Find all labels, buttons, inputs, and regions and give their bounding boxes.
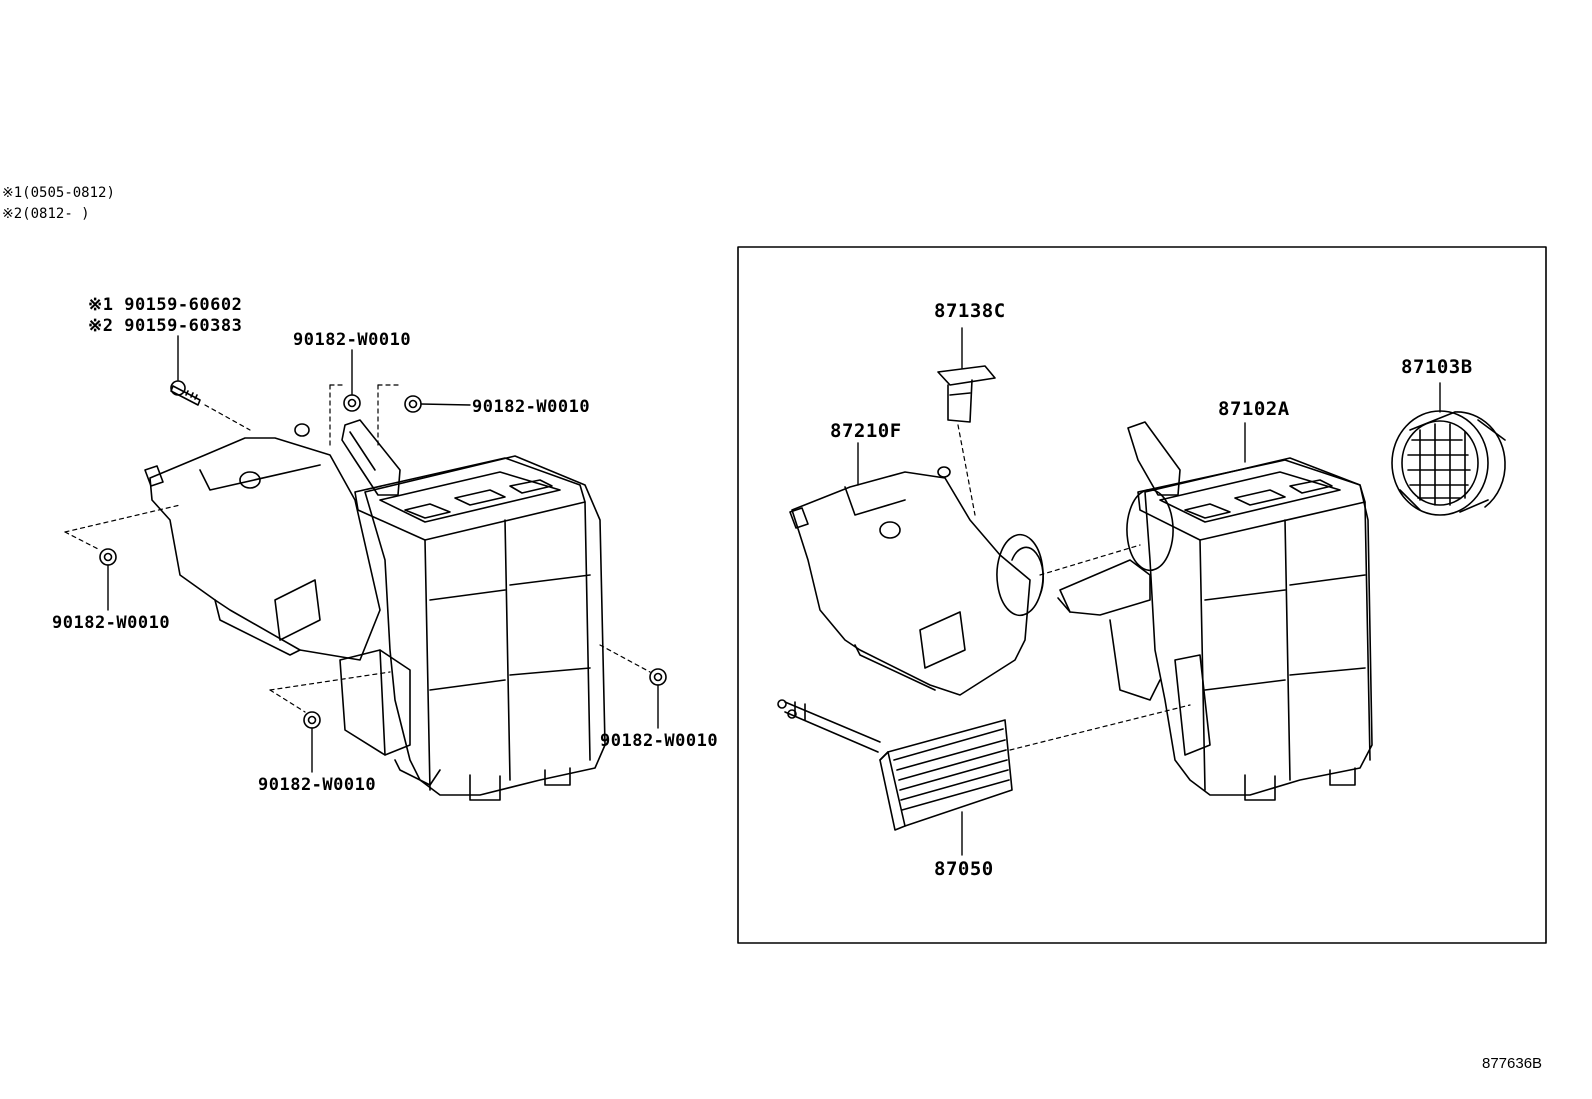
right-leader-lines [857, 327, 1441, 856]
heater-unit-drawing [1057, 421, 1373, 801]
part-label-nut-right[interactable]: 90182-W0010 [600, 731, 719, 751]
note-text: (0812- ) [22, 206, 90, 222]
blower-fan-drawing [1391, 410, 1506, 516]
part-label-heater-core[interactable]: 87050 [934, 858, 994, 880]
left-fasteners [99, 380, 667, 729]
nut-icon [99, 548, 117, 566]
right-guide-lines [957, 424, 1191, 751]
part-label-case-left[interactable]: 87210F [830, 420, 902, 442]
part-label-nut-top-right[interactable]: 90182-W0010 [472, 397, 591, 417]
note-text: (0505-0812) [22, 185, 115, 201]
note-mark: ※1 [2, 185, 23, 201]
part-label-nut-left[interactable]: 90182-W0010 [52, 613, 171, 633]
exploded-view-frame [737, 246, 1547, 944]
part-label-nut-bottom[interactable]: 90182-W0010 [258, 775, 377, 795]
note-mark: ※2 [2, 206, 23, 222]
figure-id: 877636B [1482, 1055, 1543, 1072]
part-label-resistor[interactable]: 87138C [934, 300, 1006, 322]
part-label-screw-v1[interactable]: ※1 90159-60602 [88, 295, 243, 315]
note-range-2: ※2(0812- ) [2, 206, 90, 222]
nut-icon [303, 711, 321, 729]
blower-case-drawing [789, 466, 1045, 696]
left-guide-lines [64, 384, 651, 713]
note-range-1: ※1(0505-0812) [2, 185, 115, 201]
left-heater-assembly-drawing [144, 419, 606, 801]
heater-core-drawing [777, 699, 1013, 831]
screw-icon [170, 380, 201, 406]
part-label-screw-v2[interactable]: ※2 90159-60383 [88, 316, 243, 336]
part-label-case-right[interactable]: 87102A [1218, 398, 1290, 420]
left-leader-lines [107, 335, 659, 773]
resistor-drawing [937, 365, 996, 423]
nut-icon [343, 394, 361, 412]
nut-icon [404, 395, 422, 413]
part-label-nut-top-left[interactable]: 90182-W0010 [293, 330, 412, 350]
nut-icon [649, 668, 667, 686]
part-label-fan[interactable]: 87103B [1401, 356, 1473, 378]
